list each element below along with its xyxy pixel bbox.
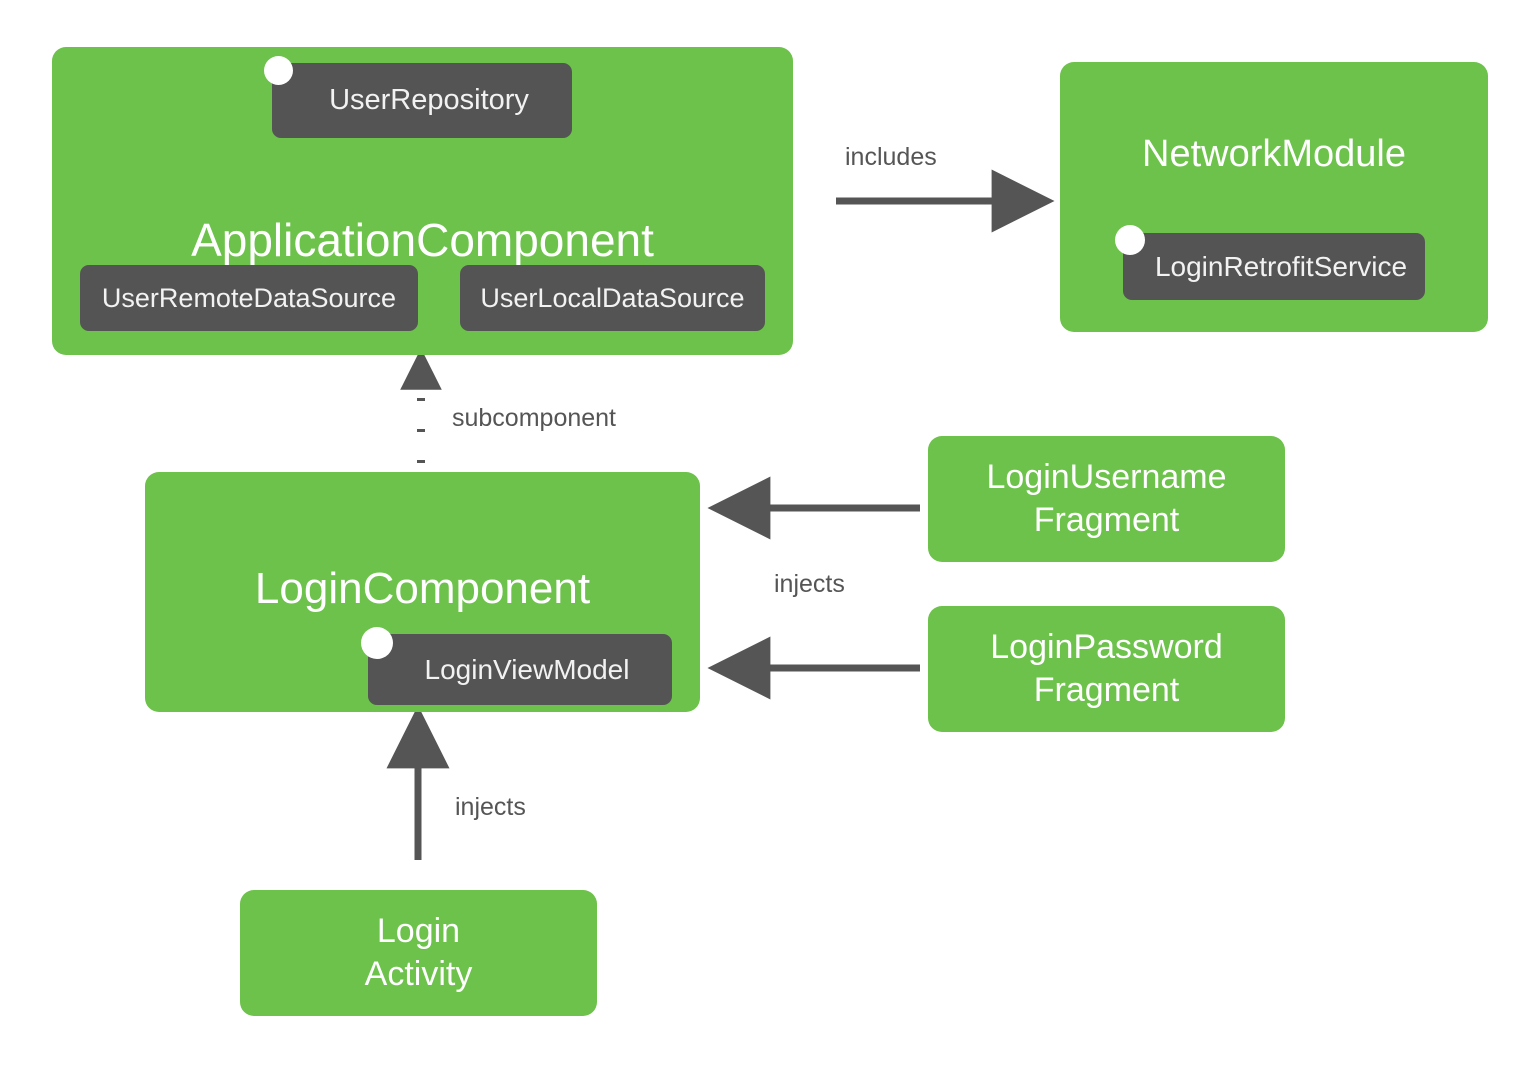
- node-application-component[interactable]: ApplicationComponent UserRepository User…: [52, 47, 793, 355]
- chip-login-retrofit-service-label: LoginRetrofitService: [1154, 250, 1408, 282]
- edge-label-includes: includes: [845, 143, 937, 171]
- edge-label-subcomponent: subcomponent: [452, 404, 617, 432]
- chip-user-remote-data-source[interactable]: UserRemoteDataSource: [80, 265, 418, 331]
- edge-label-injects-activity: injects: [455, 793, 526, 821]
- provision-dot-login-view-model: [361, 627, 393, 659]
- login-password-fragment-title: LoginPassword Fragment: [990, 628, 1223, 709]
- edge-label-injects-fragments: injects: [774, 570, 845, 598]
- login-username-fragment-title: LoginUsername Fragment: [986, 458, 1227, 539]
- node-login-username-fragment[interactable]: LoginUsername Fragment: [928, 436, 1285, 562]
- node-login-password-fragment[interactable]: LoginPassword Fragment: [928, 606, 1285, 732]
- network-module-title: NetworkModule: [1142, 133, 1406, 175]
- chip-user-local-data-source-label: UserLocalDataSource: [480, 282, 745, 313]
- login-activity-title: Login Activity: [364, 912, 473, 993]
- chip-user-local-data-source[interactable]: UserLocalDataSource: [460, 265, 765, 331]
- provision-dot-login-retrofit-service: [1115, 225, 1145, 255]
- node-login-activity[interactable]: Login Activity: [240, 890, 597, 1016]
- chip-user-remote-data-source-label: UserRemoteDataSource: [101, 282, 397, 313]
- chip-user-repository[interactable]: UserRepository: [272, 63, 572, 138]
- chip-user-repository-label: UserRepository: [329, 84, 529, 116]
- node-network-module[interactable]: NetworkModule LoginRetrofitService: [1060, 62, 1488, 332]
- application-component-title: ApplicationComponent: [191, 214, 654, 266]
- provision-dot-user-repository: [264, 56, 293, 85]
- chip-login-view-model[interactable]: LoginViewModel: [368, 634, 672, 705]
- chip-login-view-model-label: LoginViewModel: [424, 653, 630, 685]
- login-component-title: LoginComponent: [254, 564, 591, 613]
- chip-login-retrofit-service[interactable]: LoginRetrofitService: [1123, 233, 1425, 300]
